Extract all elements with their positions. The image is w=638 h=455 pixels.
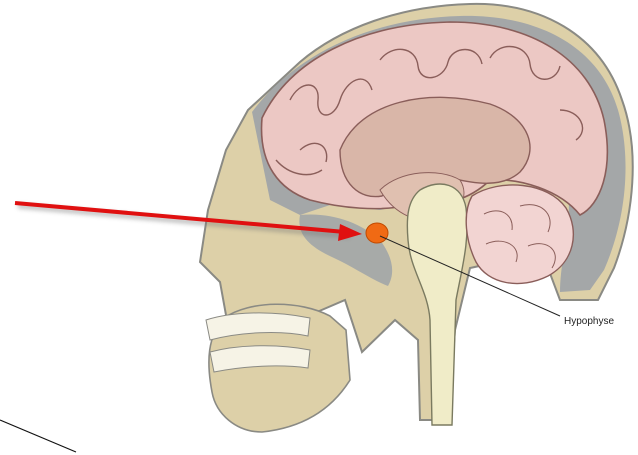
hypophyse-label: Hypophyse	[564, 316, 614, 327]
pituitary-gland	[366, 223, 388, 243]
stray-line	[0, 420, 76, 452]
cerebellum	[466, 185, 573, 284]
